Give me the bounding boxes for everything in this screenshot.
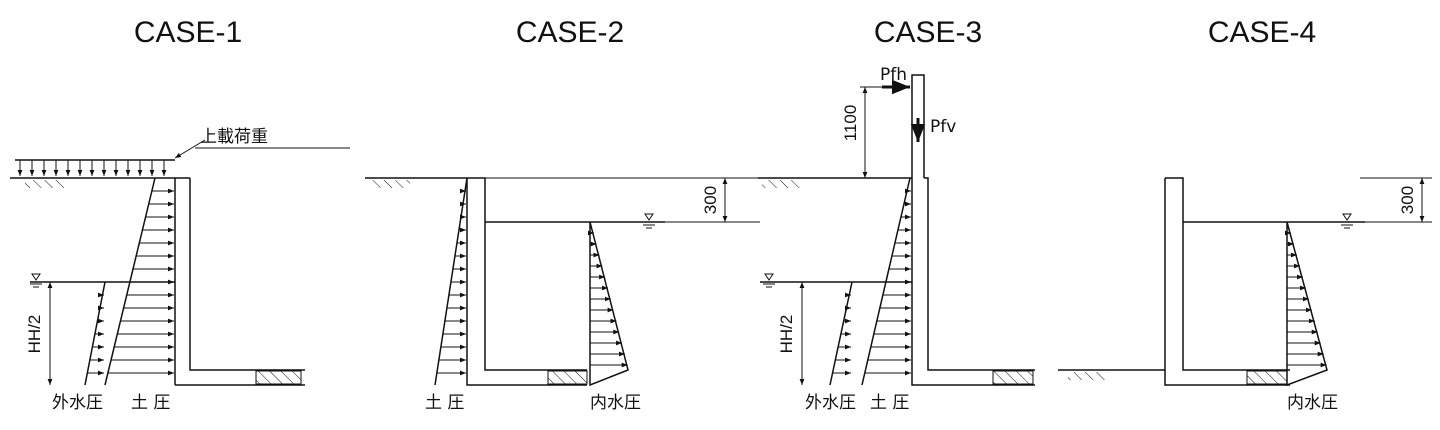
- footing-hatch: [1246, 370, 1288, 385]
- internal-water-pressure-label: 内水圧: [1287, 393, 1338, 413]
- surcharge-leader: [174, 139, 206, 159]
- case-4: CASE-4 300 内水圧: [1058, 16, 1432, 413]
- retaining-wall: [1164, 177, 1290, 386]
- water-level-symbol: [31, 273, 41, 281]
- case-2: CASE-2 300 土 圧 内水圧: [365, 16, 760, 413]
- pfv-label: Pfv: [930, 117, 956, 137]
- ground-hatch: [25, 180, 65, 188]
- ground-hatch: [370, 180, 410, 188]
- ground-hatch: [1068, 372, 1108, 380]
- internal-water-pressure-label: 内水圧: [590, 393, 641, 413]
- external-water-pressure-label: 外水圧: [52, 393, 103, 413]
- retaining-wall: [466, 177, 587, 386]
- dimension-300-label: 300: [701, 186, 720, 214]
- internal-water-pressure-triangle: [589, 221, 629, 387]
- external-water-pressure-label: 外水圧: [805, 393, 856, 413]
- hh-dimension-label: HH/2: [777, 315, 796, 354]
- dimension-300-label: 300: [1398, 186, 1417, 214]
- earth-pressure-label: 土 圧: [870, 393, 909, 413]
- surcharge-label: 上載荷重: [200, 127, 268, 147]
- footing-hatch: [547, 370, 588, 385]
- hh-dimension-label: HH/2: [25, 315, 44, 354]
- footing-hatch: [255, 370, 302, 385]
- case-2-title: CASE-2: [516, 16, 624, 49]
- case-3-title: CASE-3: [874, 16, 982, 49]
- retaining-wall: [911, 177, 1035, 386]
- pfh-label: Pfh: [880, 65, 907, 85]
- water-level-symbol: [764, 273, 774, 281]
- earth-pressure-label: 土 圧: [425, 393, 464, 413]
- case-4-title: CASE-4: [1208, 16, 1316, 49]
- internal-water-pressure-triangle: [1286, 221, 1328, 387]
- surcharge-load-arrows: [15, 159, 175, 176]
- retaining-wall: [174, 178, 305, 386]
- case-3: CASE-3 Pfh Pfv 1100 HH/2 外水圧 土 圧: [758, 16, 1035, 413]
- footing-hatch: [992, 370, 1034, 385]
- case-1-title: CASE-1: [134, 16, 242, 49]
- water-level-symbol: [644, 213, 654, 221]
- case-1: CASE-1 上載荷重 HH/2 外水圧 土 圧: [10, 16, 350, 413]
- water-level-symbol: [1342, 213, 1352, 221]
- ground-hatch: [762, 180, 802, 188]
- dimension-1100-label: 1100: [841, 105, 860, 142]
- earth-pressure-label: 土 圧: [131, 393, 170, 413]
